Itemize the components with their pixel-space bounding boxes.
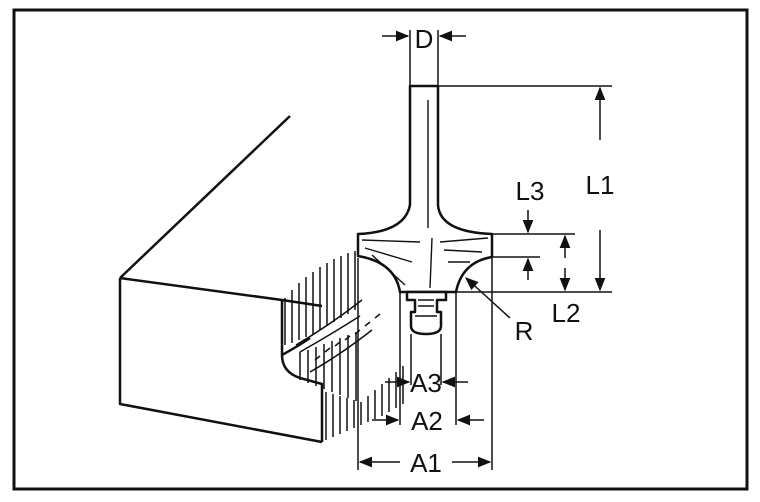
label-a1: A1 [410,448,442,478]
dimension-lines [357,30,612,470]
label-l3: L3 [516,176,545,206]
router-bit-details [361,100,489,317]
cut-profile-ribs [284,251,404,440]
label-d: D [415,24,434,54]
workpiece [118,115,324,444]
router-bit [356,84,494,336]
frame-border [12,8,749,491]
label-r: R [515,316,534,346]
label-l2: L2 [552,298,581,328]
label-a2: A2 [411,406,443,436]
label-a3: A3 [410,368,442,398]
label-l1: L1 [586,170,615,200]
